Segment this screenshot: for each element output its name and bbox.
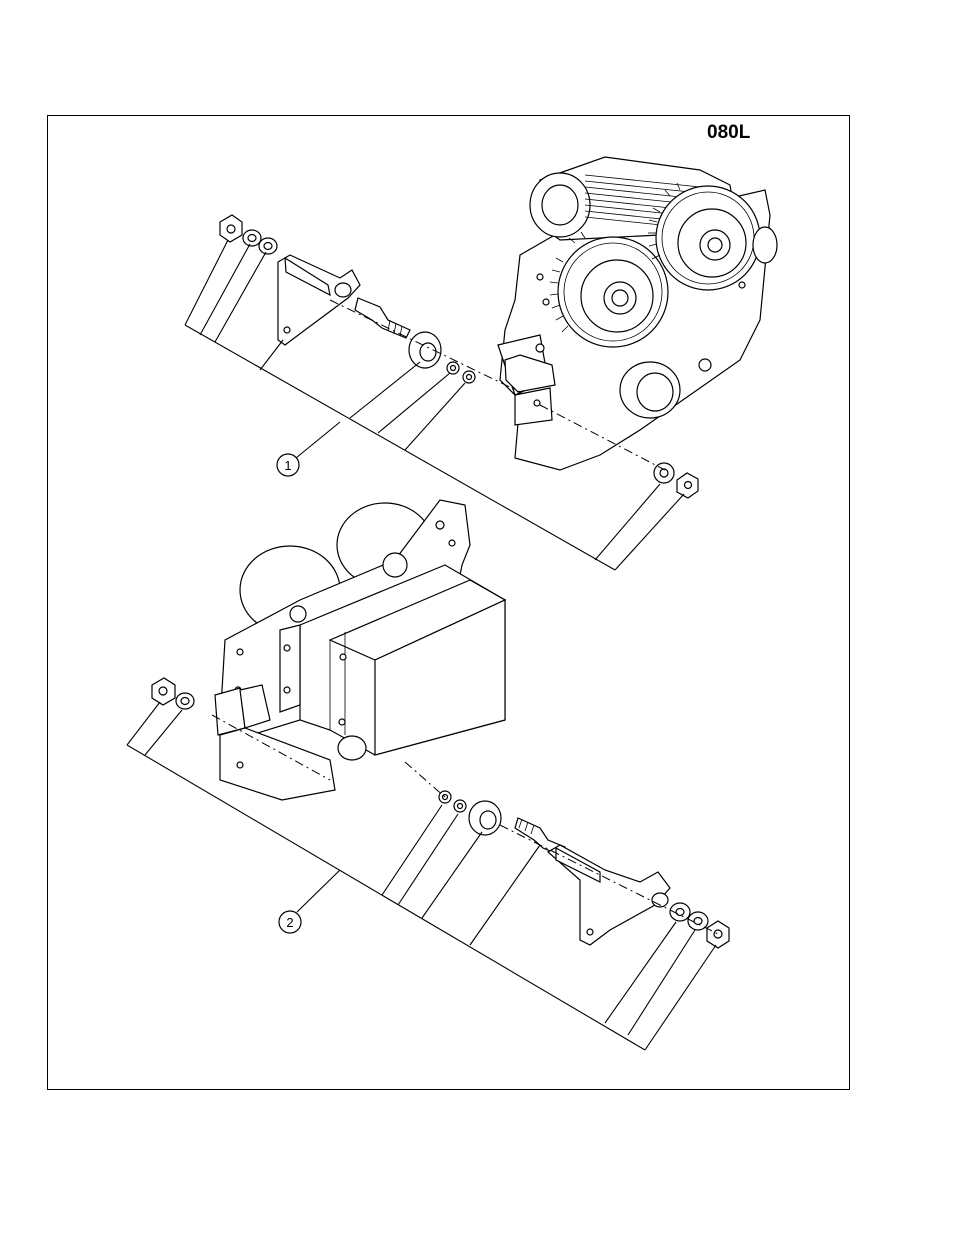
gear-motor-assembly-icon (498, 157, 777, 470)
callout-1-label: 1 (284, 458, 291, 473)
motor-housing-assembly-icon (215, 500, 505, 800)
callout-2-label: 2 (286, 915, 293, 930)
